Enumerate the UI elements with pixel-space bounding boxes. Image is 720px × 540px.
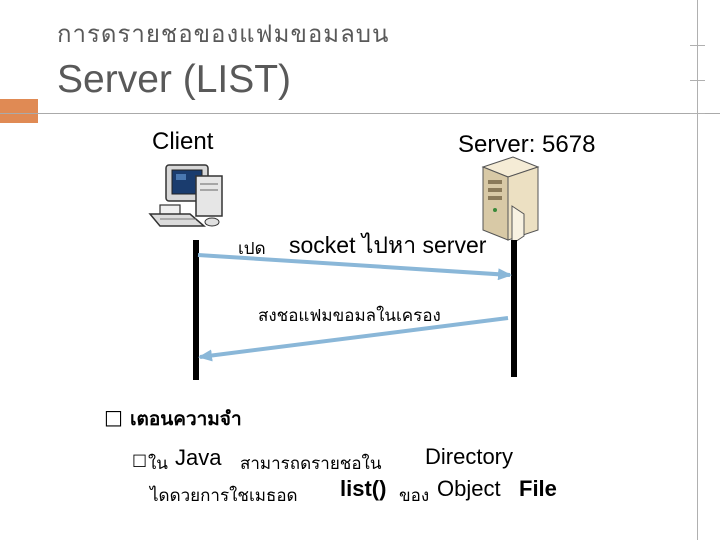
- notes-line2-method: list(): [340, 476, 387, 501]
- rail-tick: [690, 113, 705, 114]
- notes-line2-lead: ไดดวยการใชเมธอด: [150, 486, 298, 506]
- arrow-send-list: [198, 316, 509, 362]
- arrow-open-socket: [197, 253, 512, 281]
- accent-bar: [0, 99, 38, 123]
- slide-subtitle: การดรายชอของแฟมขอมลบน: [57, 20, 390, 48]
- rail-tick: [690, 45, 705, 46]
- sub-bullet-icon: □: [132, 450, 148, 469]
- slide-title: Server (LIST): [57, 58, 292, 101]
- server-tower-icon: [481, 156, 540, 245]
- arrow1-thai: เปด: [238, 239, 266, 259]
- client-label: Client: [152, 128, 214, 155]
- notes-line1-lead: ใน: [148, 454, 168, 474]
- arrow2-label: สงชอแฟมขอมลในเครอง: [258, 306, 441, 326]
- arrow1-label: socket ไปหา server: [289, 232, 487, 258]
- notes-line1-tail: Directory: [425, 444, 514, 469]
- notes-line2-file: File: [519, 476, 557, 501]
- notes-line1-java: Java: [175, 445, 222, 470]
- notes-line2-of: ของ: [399, 486, 430, 506]
- desktop-computer-icon: [148, 164, 223, 227]
- notes-line2-object: Object: [437, 476, 501, 501]
- title-rule: [0, 113, 720, 114]
- rail-tick: [690, 80, 705, 81]
- square-bullet-icon: □: [104, 405, 123, 429]
- right-rail: [697, 0, 698, 540]
- notes-line1-mid: สามารถดรายชอใน: [240, 454, 382, 474]
- notes-heading: เตอนความจำ: [130, 408, 242, 430]
- server-label: Server: 5678: [458, 131, 596, 158]
